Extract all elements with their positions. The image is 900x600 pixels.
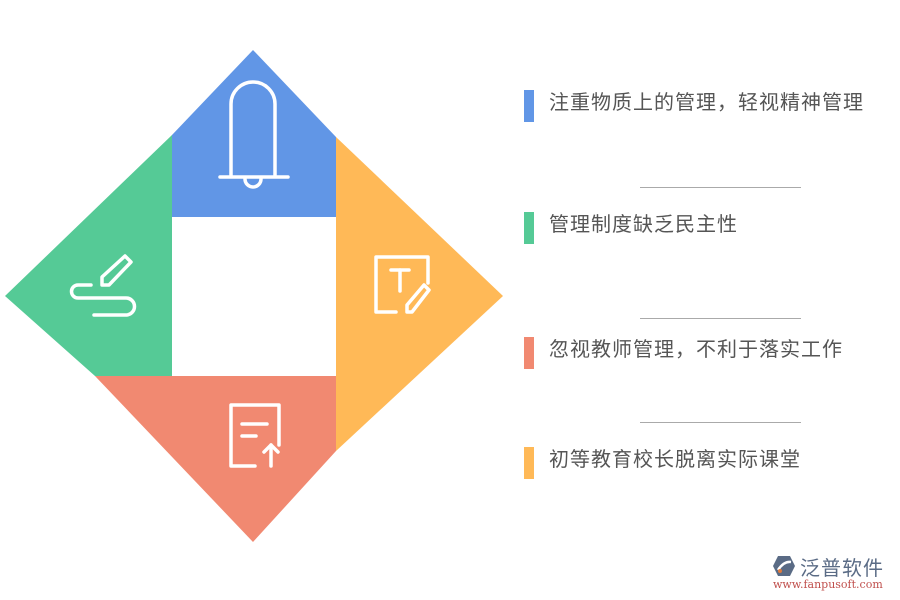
diamond-diagram bbox=[5, 50, 503, 542]
text-edit-icon bbox=[374, 255, 431, 314]
bell-icon bbox=[218, 80, 290, 189]
logo-url: www.fanpusoft.com bbox=[773, 578, 883, 591]
logo-brand-text: 泛普软件 bbox=[800, 556, 884, 580]
document-upload-icon bbox=[229, 403, 281, 468]
segment-top bbox=[172, 50, 336, 217]
color-marker-salmon bbox=[524, 337, 534, 369]
item-label: 初等教育校长脱离实际课堂 bbox=[549, 447, 801, 471]
brand-logo: 泛普软件 www.fanpusoft.com bbox=[770, 552, 895, 594]
divider bbox=[640, 318, 801, 319]
segment-left bbox=[5, 135, 172, 376]
segment-right bbox=[336, 137, 503, 451]
item-label: 管理制度缺乏民主性 bbox=[549, 212, 738, 236]
color-marker-green bbox=[524, 212, 534, 244]
segment-bottom bbox=[95, 376, 336, 542]
divider bbox=[640, 422, 801, 423]
item-label: 注重物质上的管理，轻视精神管理 bbox=[549, 90, 864, 114]
divider bbox=[640, 187, 801, 188]
logo-mark-icon bbox=[773, 556, 795, 576]
item-label: 忽视教师管理，不利于落实工作 bbox=[549, 337, 843, 361]
center-square bbox=[172, 217, 336, 376]
color-marker-blue bbox=[524, 90, 534, 122]
signature-pen-icon bbox=[69, 254, 137, 317]
color-marker-orange bbox=[524, 447, 534, 479]
